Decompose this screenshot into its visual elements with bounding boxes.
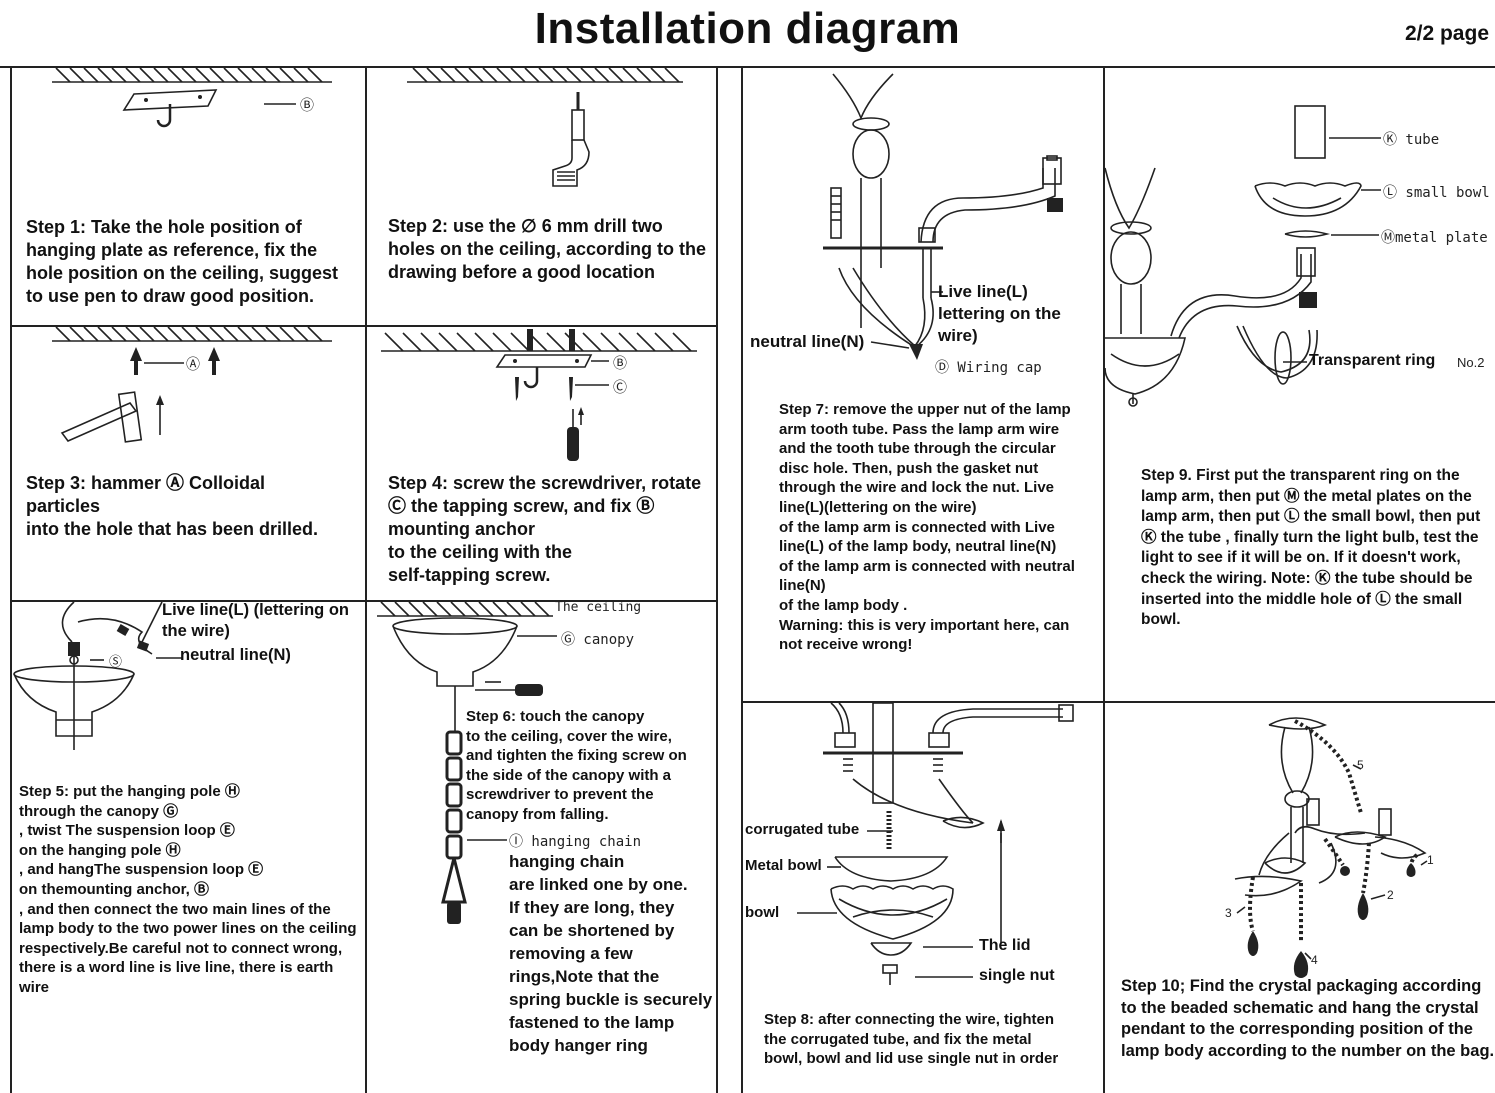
bead-number-1: 1	[1427, 853, 1434, 867]
bead-chain	[1248, 719, 1419, 943]
step8-illustration	[797, 702, 1074, 985]
step10-panel: 5 1 2 3 4 Step 10; Find the crystal pack…	[1105, 703, 1495, 1093]
chandelier-icon	[1234, 717, 1427, 897]
label-corrugated-tube: corrugated tube	[745, 821, 860, 838]
step2-illustration	[407, 67, 683, 187]
step9-text: Step 9. First put the transparent ring o…	[1141, 467, 1481, 629]
label-s: Ⓢ	[109, 655, 123, 670]
crystal-pendant-icon	[1247, 863, 1416, 978]
step3-text: Step 3: hammer Ⓐ Colloidal particles int…	[26, 473, 319, 539]
step7-text: Step 7: remove the upper nut of the lamp…	[779, 401, 1075, 654]
step7-illustration	[823, 73, 1063, 360]
step6-panel: The ceiling Ⓖ canopy Step 6: touch the c…	[367, 600, 716, 1093]
label-neutral-line: neutral line(N)	[180, 646, 291, 664]
mounting-plate	[495, 354, 593, 368]
step10-text: Step 10; Find the crystal packaging acco…	[1121, 977, 1495, 1060]
step8-panel: corrugated tube Metal bowl bowl The lid …	[743, 702, 1103, 1093]
step4-text: Step 4: screw the screwdriver, rotate Ⓒ …	[388, 473, 702, 585]
step9-panel: Ⓚ tube Ⓛ small bowl Ⓜmetal plate Transpa…	[1104, 68, 1495, 701]
chain-icon	[441, 730, 467, 924]
step6-chain-text: hanging chain are linked one by one. If …	[509, 852, 713, 1055]
hook-icon	[156, 104, 172, 128]
label-tube: Ⓚ tube	[1383, 132, 1440, 148]
lamp-body-icon	[823, 73, 943, 328]
label-b: Ⓑ	[613, 356, 627, 372]
canopy-icon	[13, 665, 135, 737]
label-c: Ⓒ	[613, 380, 627, 396]
step5-panel: Live line(L) (lettering on the wire) neu…	[12, 601, 365, 1093]
page-number: 2/2 page	[1404, 22, 1489, 45]
anchor-icon	[130, 347, 220, 375]
step2-text: Step 2: use the ∅ 6 mm drill two holes o…	[388, 216, 707, 282]
label-metal-bowl: Metal bowl	[745, 857, 822, 874]
label-ceiling: The ceiling	[555, 600, 642, 615]
label-single-nut: single nut	[979, 967, 1055, 984]
bead-number-5: 5	[1357, 758, 1364, 772]
divider	[365, 66, 367, 1093]
metal-plate-icon	[1284, 230, 1331, 238]
hook-icon	[523, 367, 539, 389]
label-neutral-line: neutral line(N)	[750, 332, 865, 351]
label-hanging-chain: Ⓘ hanging chain	[509, 834, 642, 850]
step4-panel: Ⓑ Ⓒ Step 4: screw the screwdriver, rotat…	[367, 327, 716, 600]
drill-icon	[552, 92, 590, 187]
label-wiring-cap: Ⓓ Wiring cap	[935, 360, 1042, 376]
ceiling-hatch	[52, 67, 332, 83]
lamp-arm-icon	[918, 155, 1063, 298]
screw-icon	[515, 377, 573, 401]
step2-panel: Step 2: use the ∅ 6 mm drill two holes o…	[367, 67, 716, 325]
step1-illustration	[52, 67, 332, 128]
step8-text: Step 8: after connecting the wire, tight…	[764, 1011, 1059, 1068]
step6-illustration	[377, 601, 557, 924]
bead-number-4: 4	[1311, 953, 1318, 967]
label-metal-plate: Ⓜmetal plate	[1381, 230, 1488, 246]
label-live-line: Live line(L) (lettering on the wire)	[162, 601, 350, 640]
label-b: Ⓑ	[300, 98, 314, 114]
transparent-ring-icon	[1274, 331, 1307, 385]
step4-illustration	[381, 329, 697, 461]
label-bowl: bowl	[745, 904, 780, 921]
lamp-arm-icon	[1170, 247, 1318, 379]
lid-icon	[870, 942, 913, 956]
divider	[10, 66, 12, 1093]
lamp-body-icon	[1104, 167, 1186, 407]
step7-panel: Live line(L) lettering on the wire) neut…	[743, 68, 1103, 701]
label-live-line: Live line(L) lettering on the wire)	[938, 282, 1061, 345]
divider	[742, 701, 1495, 703]
hammer-icon	[60, 391, 143, 443]
tube-icon	[1294, 105, 1326, 159]
divider	[10, 600, 717, 602]
step1-panel: Ⓑ Step 1: Take the hole position of hang…	[12, 67, 365, 325]
screwdriver-icon	[475, 681, 543, 696]
label-canopy: Ⓖ canopy	[561, 632, 635, 648]
step5-text: Step 5: put the hanging pole Ⓗ through t…	[19, 783, 357, 996]
step3-illustration	[52, 326, 332, 443]
step5-illustration	[13, 601, 182, 750]
page-title: Installation diagram	[534, 4, 961, 53]
step1-text: Step 1: Take the hole position of hangin…	[26, 217, 339, 306]
hanging-plate	[122, 89, 218, 111]
step6-text: Step 6: touch the canopy to the ceiling,…	[466, 708, 687, 823]
divider	[10, 325, 717, 327]
divider	[716, 66, 718, 1093]
canopy-icon	[392, 617, 518, 687]
small-bowl-icon	[1254, 182, 1362, 217]
bowl-icon	[830, 885, 954, 940]
step3-panel: Ⓐ Step 3: hammer Ⓐ Colloidal particles i…	[12, 326, 365, 600]
label-a: Ⓐ	[186, 357, 200, 373]
step10-illustration	[1234, 717, 1428, 978]
metal-bowl-icon	[834, 856, 949, 882]
label-lid: The lid	[979, 937, 1031, 954]
header-bar: Installation diagram 2/2 page	[0, 0, 1495, 68]
divider	[741, 66, 743, 1093]
label-transparent-ring: Transparent ring	[1309, 352, 1436, 369]
bead-number-3: 3	[1225, 906, 1232, 920]
bead-number-2: 2	[1387, 888, 1394, 902]
screwdriver-icon	[567, 409, 579, 461]
divider	[1103, 66, 1105, 1093]
label-no2: No.2	[1457, 355, 1485, 370]
label-small-bowl: Ⓛ small bowl	[1383, 185, 1490, 201]
step9-illustration	[1104, 105, 1381, 407]
nut-icon	[882, 964, 898, 985]
